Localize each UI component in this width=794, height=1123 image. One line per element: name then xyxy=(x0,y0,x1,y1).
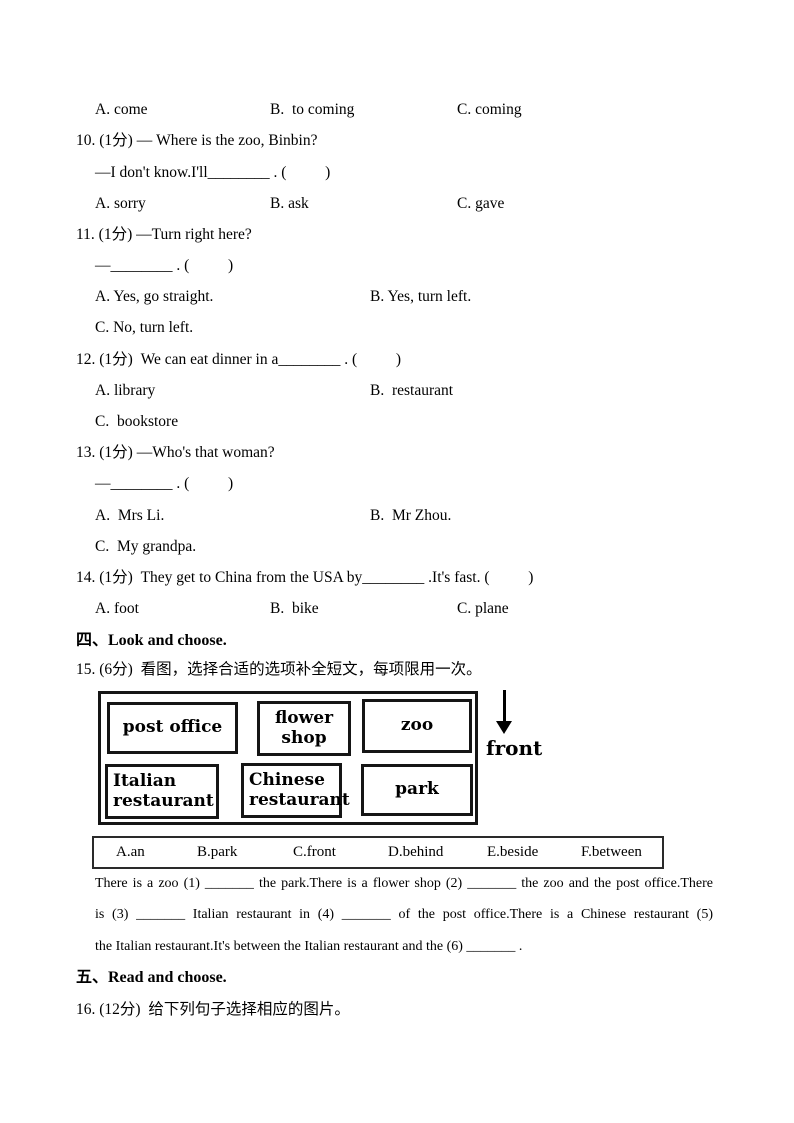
map-cell-post-office: post office xyxy=(107,702,238,754)
front-direction-arrowhead-icon xyxy=(496,721,512,734)
q14-options-row: A. foot B. bike C. plane xyxy=(0,598,794,620)
word-bank-option-e: E.beside xyxy=(487,844,539,860)
q11-reply: —________ . ( ) xyxy=(95,257,234,274)
q13-options-row: A. Mrs Li. B. Mr Zhou. xyxy=(0,505,794,527)
q11-options-row: A. Yes, go straight. B. Yes, turn left. xyxy=(0,286,794,308)
q11-option-a: A. Yes, go straight. xyxy=(95,288,214,305)
section-5-heading: 五、Read and choose. xyxy=(76,969,227,986)
q12-option-c: C. bookstore xyxy=(95,413,179,430)
q12-option-a: A. library xyxy=(95,382,156,399)
map-cell-park: park xyxy=(361,764,473,816)
map-label-italian-restaurant: Italian restaurant xyxy=(113,771,214,811)
map-cell-italian-restaurant: Italian restaurant xyxy=(105,764,219,819)
map-cell-flower-shop: flower shop xyxy=(257,701,351,756)
q13-option-b: B. Mr Zhou. xyxy=(370,507,452,524)
front-direction-arrow-icon xyxy=(503,690,506,722)
passage-line-2: is (3) _______ Italian restaurant in (4)… xyxy=(95,907,713,922)
section-4-heading: 四、Look and choose. xyxy=(76,632,227,649)
word-bank-option-c: C.front xyxy=(293,844,336,860)
q15-stem: 15. (6分) 看图，选择合适的选项补全短文，每项限用一次。 xyxy=(76,661,482,678)
q16-stem: 16. (12分) 给下列句子选择相应的图片。 xyxy=(76,1001,350,1018)
map-label-park: park xyxy=(395,779,439,800)
passage-line-1: There is a zoo (1) _______ the park.Ther… xyxy=(95,876,713,891)
location-map-figure: post office flower shop zoo Italian rest… xyxy=(98,691,478,825)
word-bank-option-f: F.between xyxy=(581,844,642,860)
map-cell-chinese-restaurant: Chinese restaurant xyxy=(241,763,350,818)
q11-stem: 11. (1分) —Turn right here? xyxy=(76,226,252,243)
q13-option-a: A. Mrs Li. xyxy=(95,507,165,524)
q10-option-a: A. sorry xyxy=(95,195,146,212)
q11-option-b: B. Yes, turn left. xyxy=(370,288,472,305)
q10-stem: 10. (1分) — Where is the zoo, Binbin? xyxy=(76,132,318,149)
q10-option-b: B. ask xyxy=(270,195,309,212)
q9-option-b: B. to coming xyxy=(270,101,355,118)
q10-options-row: A. sorry B. ask C. gave xyxy=(0,193,794,215)
map-label-zoo: zoo xyxy=(400,715,434,736)
q14-stem: 14. (1分) They get to China from the USA … xyxy=(76,569,534,586)
q14-option-c: C. plane xyxy=(457,600,509,617)
q14-option-b: B. bike xyxy=(270,600,319,617)
map-label-flower-shop: flower shop xyxy=(274,708,334,748)
q9-option-c: C. coming xyxy=(457,101,522,118)
q9-option-a: A. come xyxy=(95,101,148,118)
q13-stem: 13. (1分) —Who's that woman? xyxy=(76,444,275,461)
q11-option-c: C. No, turn left. xyxy=(95,319,194,336)
q10-option-c: C. gave xyxy=(457,195,505,212)
word-bank-box: A.an B.park C.front D.behind E.beside F.… xyxy=(92,836,664,869)
word-bank-option-a: A.an xyxy=(116,844,145,860)
passage-line-3: the Italian restaurant.It's between the … xyxy=(95,939,523,954)
word-bank-option-b: B.park xyxy=(197,844,238,860)
q9-options-row: A. come B. to coming C. coming xyxy=(0,99,794,121)
q12-stem: 12. (1分) We can eat dinner in a________ … xyxy=(76,351,402,368)
q13-reply: —________ . ( ) xyxy=(95,475,234,492)
q10-reply: —I don't know.I'll________ . ( ) xyxy=(95,164,331,181)
front-label: front xyxy=(486,736,543,760)
q12-options-row: A. library B. restaurant xyxy=(0,380,794,402)
q13-option-c: C. My grandpa. xyxy=(95,538,197,555)
q12-option-b: B. restaurant xyxy=(370,382,454,399)
map-label-post-office: post office xyxy=(122,717,223,738)
map-label-chinese-restaurant: Chinese restaurant xyxy=(249,770,350,810)
map-cell-zoo: zoo xyxy=(362,699,472,753)
q14-option-a: A. foot xyxy=(95,600,139,617)
word-bank-option-d: D.behind xyxy=(388,844,444,860)
